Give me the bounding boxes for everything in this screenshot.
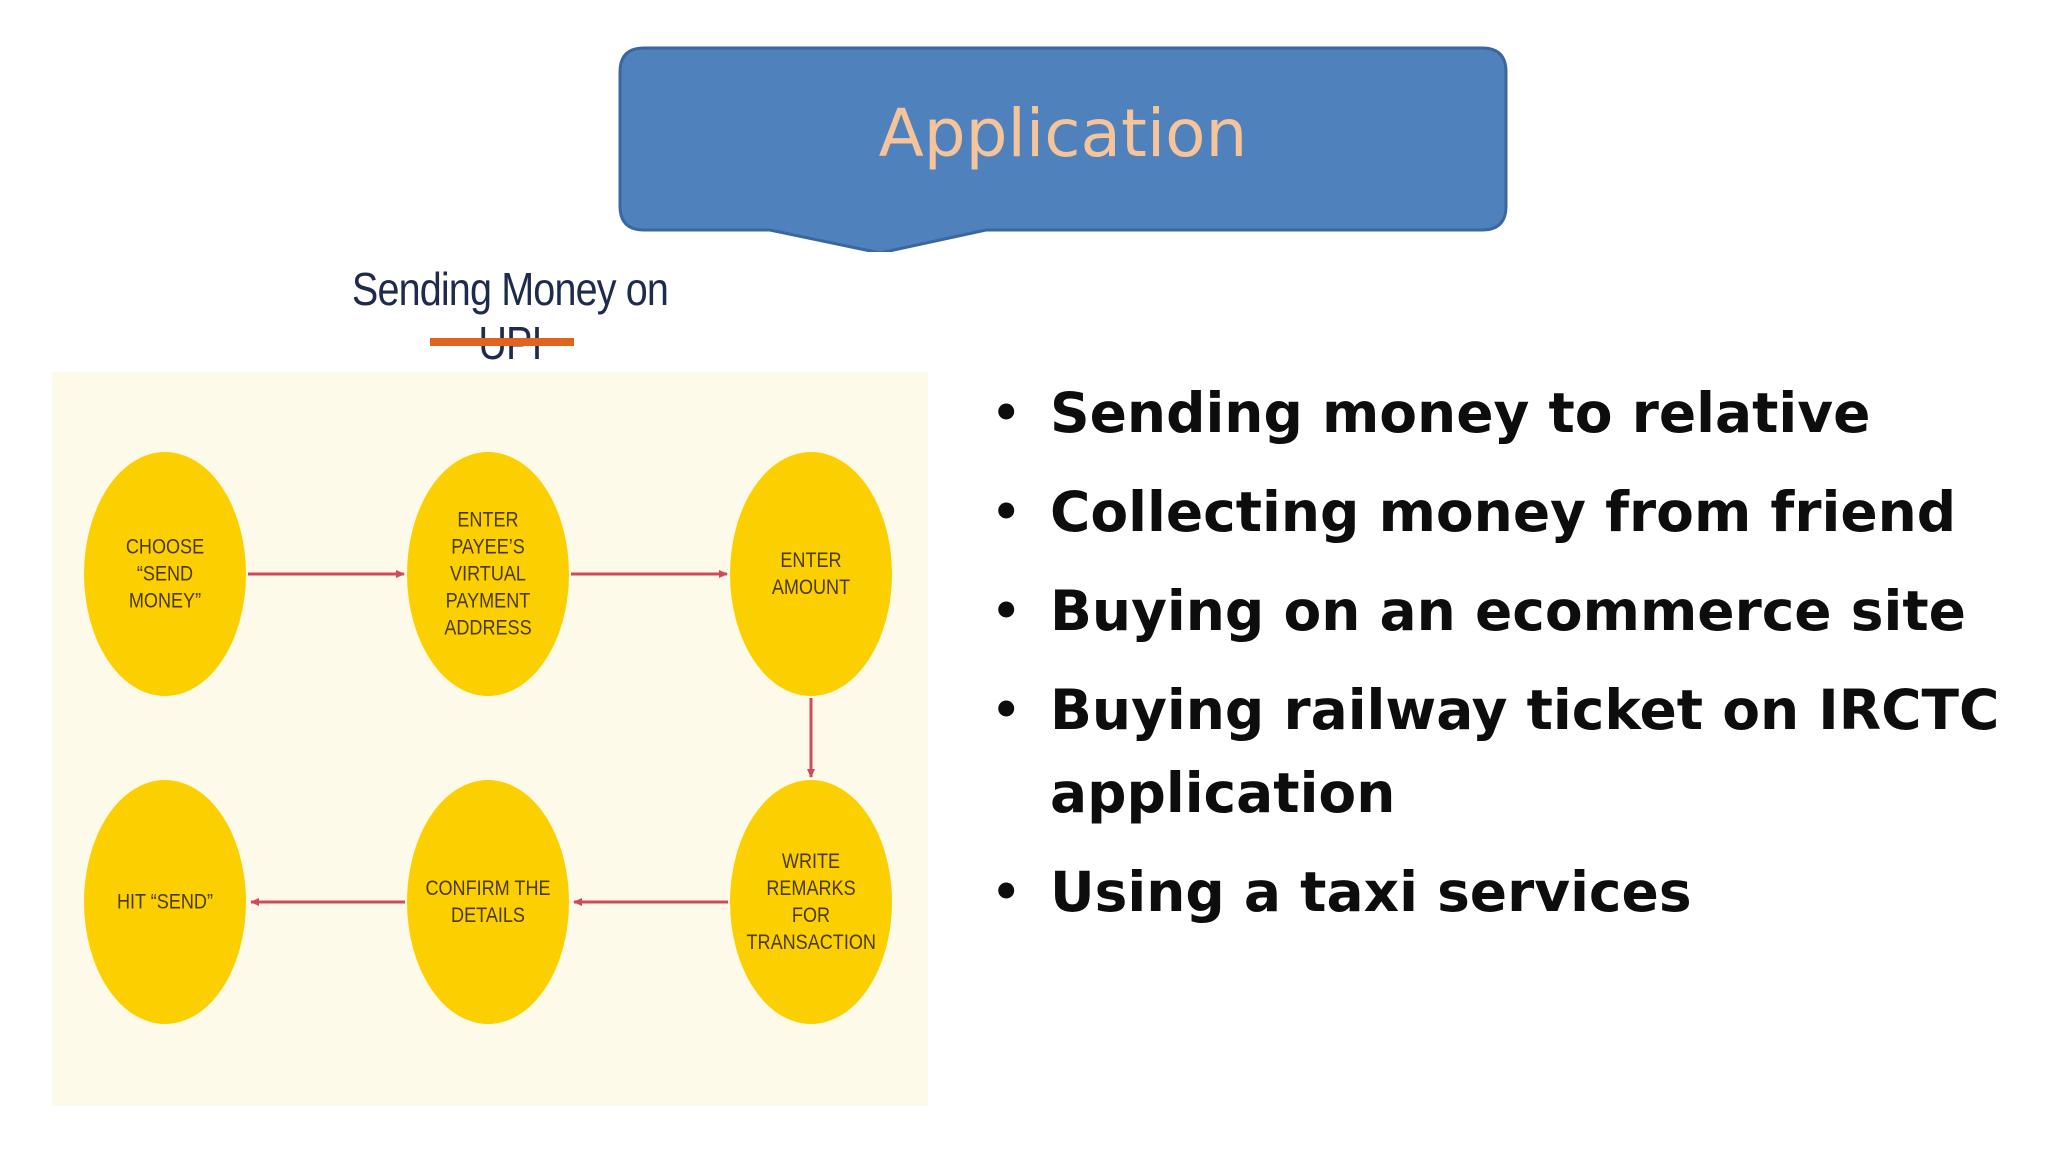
diagram-title-underline	[430, 338, 574, 346]
flow-node-enter-amount	[730, 452, 892, 696]
flow-node-label: CHOOSE “SEND MONEY”	[125, 535, 205, 613]
flow-node-label: HIT “SEND”	[117, 890, 213, 914]
flow-node-label: WRITE REMARKS FOR TRANSACTION	[746, 850, 876, 954]
flow-node-label: CONFIRM THE DETAILS	[425, 877, 551, 927]
flow-node-write-remarks	[730, 780, 892, 1024]
title-callout: Application	[618, 46, 1508, 252]
diagram-title: Sending Money on UPI	[351, 263, 669, 369]
upi-flow-diagram: CHOOSE “SEND MONEY” ENTER PAYEE’S VIRTUA…	[52, 372, 928, 1106]
flow-node-label: ENTER PAYEE’S VIRTUAL PAYMENT ADDRESS	[444, 508, 532, 640]
application-item: Using a taxi services	[990, 851, 2010, 934]
flow-node-hit-send	[84, 780, 246, 1024]
application-item: Collecting money from friend	[990, 471, 2010, 554]
application-list: Sending money to relative Collecting mon…	[990, 372, 2010, 950]
application-item: Sending money to relative	[990, 372, 2010, 455]
slide-title: Application	[878, 94, 1248, 172]
flow-node-confirm-details	[407, 780, 569, 1024]
flow-node-choose-send-money	[84, 452, 246, 696]
application-item: Buying railway ticket on IRCTC applicati…	[990, 669, 2010, 835]
flow-node-label: ENTER AMOUNT	[771, 549, 851, 599]
flow-node-enter-vpa	[407, 452, 569, 696]
application-item: Buying on an ecommerce site	[990, 570, 2010, 653]
